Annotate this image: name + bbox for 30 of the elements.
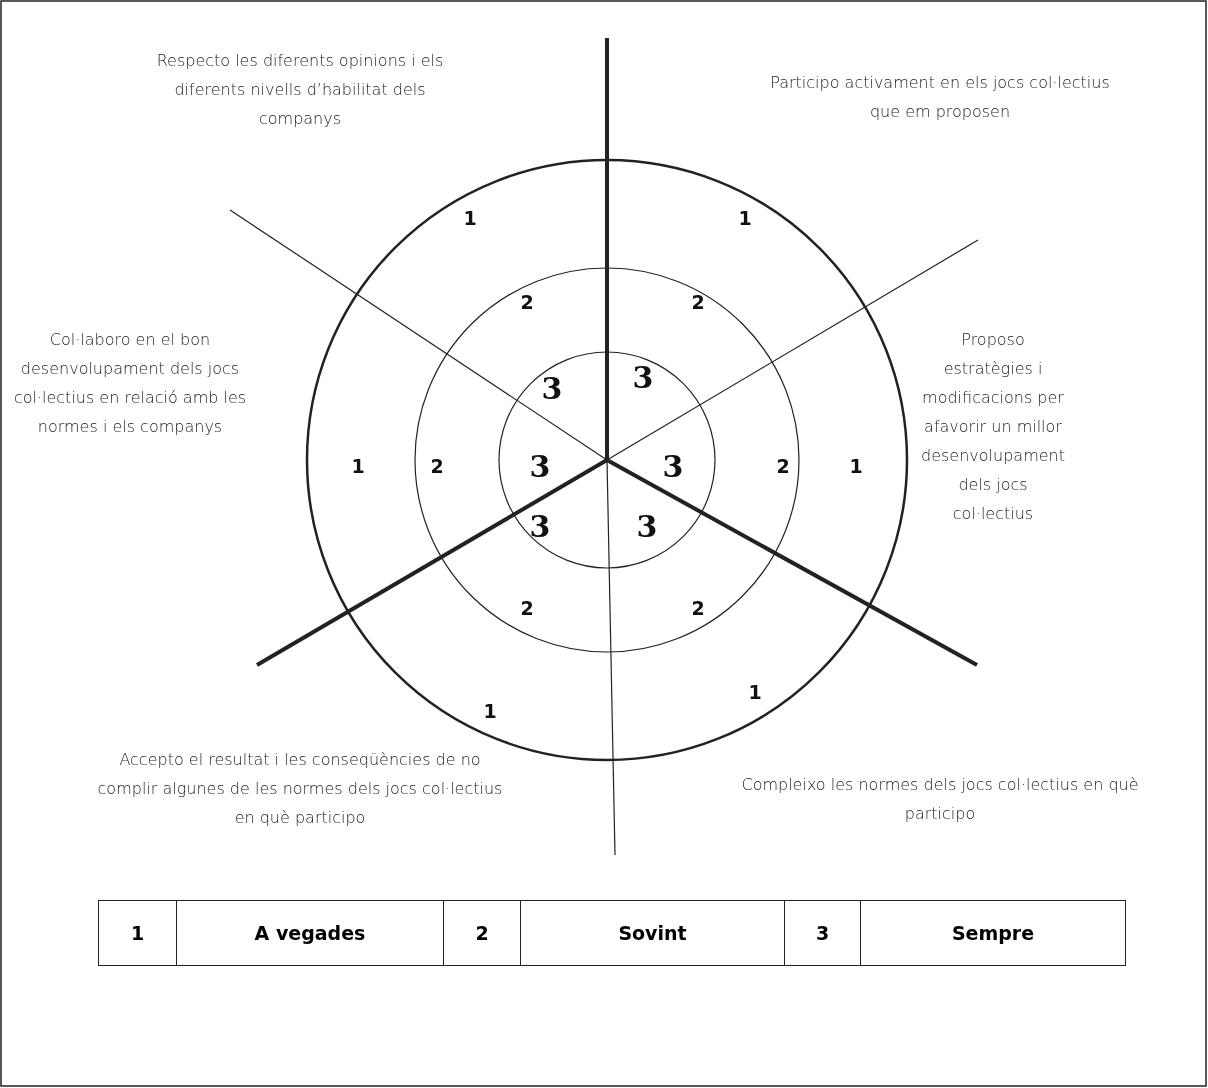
level-number: 2 xyxy=(430,455,444,477)
level-number: 3 xyxy=(529,448,551,484)
table-cell: Sempre xyxy=(860,900,1126,966)
statement-text: Participo activament en els jocs col·lectius que em proposen xyxy=(769,72,1111,123)
statement-text: Respecto les diferents opinions i els diferents nivells d’habilitat dels companys xyxy=(155,50,445,130)
statement-text: Proposo estratègies i modificacions per afavorir un millor desenvolupament dels jocs col·lectius xyxy=(920,329,1066,525)
level-number: 2 xyxy=(691,291,705,313)
statement-text: Col·laboro en el bon desenvolupament dels jocs col·lectius en relació amb les normes i els companys xyxy=(12,329,248,438)
table-cell: 2 xyxy=(443,900,521,966)
level-number: 1 xyxy=(483,700,497,722)
level-number: 2 xyxy=(776,455,790,477)
table-cell: A vegades xyxy=(176,900,444,966)
level-number: 1 xyxy=(351,455,365,477)
statement-text: Compleixo les normes dels jocs col·lectius en què participo xyxy=(740,774,1140,825)
table-cell: 3 xyxy=(784,900,861,966)
table-cell: 1 xyxy=(98,900,177,966)
level-number: 3 xyxy=(529,508,551,544)
level-number: 3 xyxy=(662,448,684,484)
level-number: 1 xyxy=(849,455,863,477)
level-number: 3 xyxy=(541,370,563,406)
level-number: 3 xyxy=(636,508,658,544)
level-number: 1 xyxy=(738,207,752,229)
table-cell: Sovint xyxy=(520,900,785,966)
level-number: 1 xyxy=(463,207,477,229)
statement-text: Accepto el resultat i les conseqüències de no complir algunes de les normes dels jocs col·lectius en què participo xyxy=(96,749,504,829)
level-number: 2 xyxy=(520,597,534,619)
level-number: 2 xyxy=(520,291,534,313)
level-number: 1 xyxy=(748,681,762,703)
level-number: 2 xyxy=(691,597,705,619)
level-number: 3 xyxy=(632,359,654,395)
